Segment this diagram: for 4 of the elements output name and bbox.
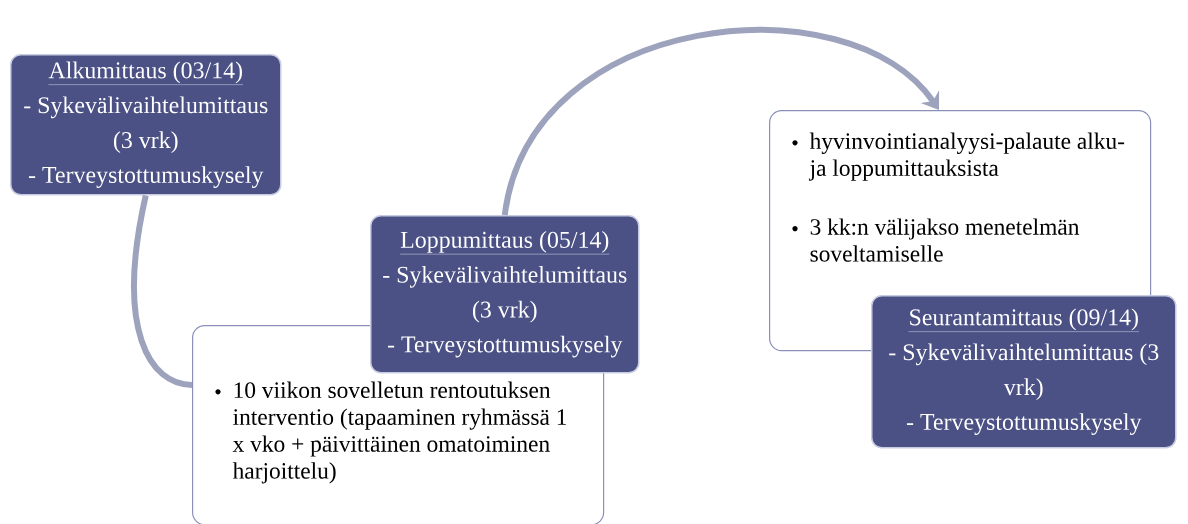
measurement-box: Loppumittaus (05/14) - Sykevälivaihtelumittaus (3 vrk) - Terveystottumuskysely <box>370 215 640 374</box>
curved-arrow <box>501 27 940 216</box>
measurement-box: Seurantamittaus (09/14) - Sykevälivaihtelumittaus (3 vrk) - Terveystottumuskysely <box>871 295 1177 449</box>
measurement-box: Alkumittaus (03/14) - Sykevälivaihtelumittaus (3 vrk) - Terveystottumuskysely <box>10 54 282 196</box>
